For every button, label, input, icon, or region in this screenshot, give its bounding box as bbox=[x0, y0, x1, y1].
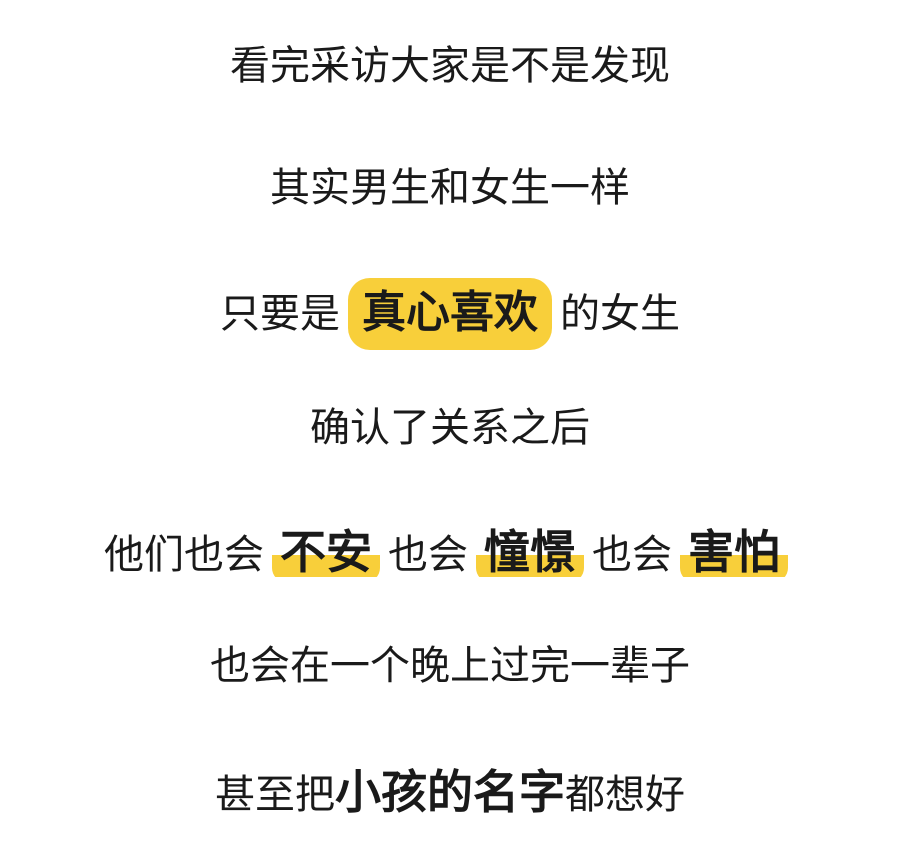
line-7-bold: 小孩的名字 bbox=[335, 765, 565, 819]
text-line-2: 其实男生和女生一样 bbox=[0, 160, 900, 216]
text-line-3: 只要是真心喜欢的女生 bbox=[0, 276, 900, 352]
text-line-4: 确认了关系之后 bbox=[0, 400, 900, 456]
line-3-before: 只要是 bbox=[220, 291, 340, 337]
line-1-text: 看完采访大家是不是发现 bbox=[230, 43, 670, 89]
line-6-text: 也会在一个晚上过完一辈子 bbox=[210, 643, 690, 689]
line-7-before: 甚至把 bbox=[215, 772, 335, 818]
line-7-after: 都想好 bbox=[565, 772, 685, 818]
text-line-7: 甚至把小孩的名字都想好 bbox=[0, 760, 900, 827]
text-line-5: 他们也会不安也会憧憬也会害怕 bbox=[0, 522, 900, 587]
text-line-6: 也会在一个晚上过完一辈子 bbox=[0, 638, 900, 694]
line-5-part-1: 他们也会 bbox=[104, 532, 264, 578]
text-line-1: 看完采访大家是不是发现 bbox=[0, 38, 900, 94]
line-4-text: 确认了关系之后 bbox=[310, 405, 590, 451]
line-3-after: 的女生 bbox=[560, 291, 680, 337]
highlight-pill: 真心喜欢 bbox=[348, 278, 552, 350]
highlight-word-2: 憧憬 bbox=[476, 522, 584, 582]
line-2-text: 其实男生和女生一样 bbox=[270, 165, 630, 211]
line-5-part-3: 也会 bbox=[592, 532, 672, 578]
highlight-word-3: 害怕 bbox=[680, 522, 788, 582]
line-5-part-2: 也会 bbox=[388, 532, 468, 578]
highlight-word-1: 不安 bbox=[272, 522, 380, 582]
